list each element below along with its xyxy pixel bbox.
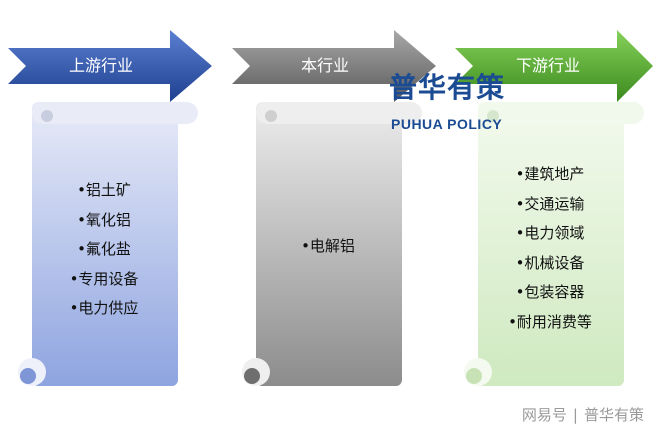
list-item: •耐用消费等 (508, 312, 592, 331)
downstream-label: 下游行业 (515, 56, 580, 75)
upstream-arrow: 上游行业 (8, 30, 220, 102)
footer-separator: | (572, 406, 578, 424)
list-item: •包装容器 (515, 283, 585, 301)
upstream-scroll: •铝土矿 •氧化铝 •氟化盐 •专用设备 •电力供应 (14, 98, 198, 390)
list-item: •电解铝 (301, 237, 355, 255)
list-item: •铝土矿 (77, 181, 131, 199)
list-item: •专用设备 (69, 269, 139, 288)
list-item: •机械设备 (515, 253, 585, 272)
list-item: •建筑地产 (515, 165, 585, 183)
industry-arrow: 本行业 (232, 30, 444, 102)
footer-watermark: 网易号 | 普华有策 (522, 404, 644, 425)
downstream-scroll: •建筑地产 •交通运输 •电力领域 •机械设备 •包装容器 •耐用消费等 (460, 98, 644, 390)
logo-cn: 普华有策 (389, 71, 506, 104)
industry-label: 本行业 (300, 56, 349, 75)
list-item: •电力领域 (515, 224, 585, 242)
downstream-items: •建筑地产 •交通运输 •电力领域 •机械设备 •包装容器 •耐用消费等 (480, 160, 620, 337)
industry-scroll: •电解铝 (238, 98, 422, 390)
list-item: •氧化铝 (77, 210, 131, 229)
logo-en: PUHUA POLICY (391, 116, 503, 132)
upstream-label: 上游行业 (68, 56, 133, 75)
upstream-items: •铝土矿 •氧化铝 •氟化盐 •专用设备 •电力供应 (34, 176, 174, 324)
industry-items: •电解铝 (258, 232, 398, 262)
footer-author: 普华有策 (583, 406, 644, 424)
footer-platform: 网易号 (521, 406, 567, 424)
downstream-arrow: 下游行业 (455, 30, 660, 102)
list-item: •交通运输 (515, 194, 585, 213)
list-item: •氟化盐 (77, 240, 131, 258)
list-item: •电力供应 (69, 299, 139, 317)
